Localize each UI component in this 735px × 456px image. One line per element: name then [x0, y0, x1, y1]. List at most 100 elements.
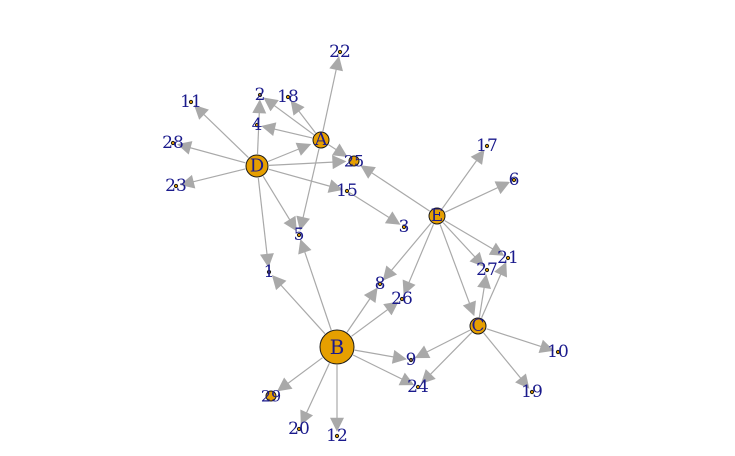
node-label-12: 12	[326, 426, 348, 446]
node-circle-10[interactable]	[555, 349, 561, 355]
node-label-11: 11	[180, 92, 202, 112]
node-27[interactable]: 27	[476, 260, 498, 280]
node-21[interactable]: 21	[497, 248, 519, 268]
node-2[interactable]: 2	[255, 85, 266, 105]
node-label-25: 25	[344, 152, 364, 171]
edge-C-to-9	[414, 329, 471, 359]
node-3[interactable]: 3	[399, 217, 410, 237]
edge-D-to-1	[257, 177, 274, 268]
node-18[interactable]: 18	[277, 87, 299, 107]
edge-E-to-27	[442, 222, 485, 267]
edge-D-to-23	[180, 168, 246, 189]
node-label-15: 15	[336, 181, 358, 201]
node-29[interactable]: 29	[261, 387, 281, 406]
edge-B-to-8	[346, 287, 378, 333]
node-15[interactable]: 15	[336, 181, 358, 201]
node-circle-C[interactable]	[469, 317, 487, 335]
edge-B-to-26	[351, 301, 399, 337]
edge-A-to-22	[322, 56, 343, 132]
node-circle-18[interactable]	[285, 94, 291, 100]
node-6[interactable]: 6	[509, 170, 520, 190]
node-circle-26[interactable]	[399, 296, 405, 302]
edge-B-to-29	[277, 357, 323, 392]
node-label-4: 4	[252, 115, 263, 135]
node-11[interactable]: 11	[180, 92, 202, 112]
edge-A-to-25	[328, 143, 348, 157]
node-circle-19[interactable]	[529, 389, 535, 395]
node-circle-9[interactable]	[408, 357, 414, 363]
node-circle-28[interactable]	[170, 140, 176, 146]
node-8[interactable]: 8	[375, 274, 386, 294]
node-circle-24[interactable]	[415, 384, 421, 390]
node-label-2: 2	[255, 85, 266, 105]
edge-D-to-5	[262, 175, 297, 232]
node-circle-20[interactable]	[296, 426, 302, 432]
edge-A-to-2	[263, 97, 315, 136]
edge-D-to-2	[252, 99, 267, 155]
node-circle-E[interactable]	[428, 207, 446, 225]
node-circle-11[interactable]	[188, 99, 194, 105]
edge-C-to-10	[486, 328, 555, 354]
node-label-B: B	[330, 335, 345, 359]
edge-C-to-21	[481, 261, 508, 319]
node-circle-D[interactable]	[245, 154, 269, 178]
node-label-21: 21	[497, 248, 519, 268]
node-label-22: 22	[329, 42, 351, 62]
edge-E-to-25	[360, 165, 430, 212]
node-circle-4[interactable]	[254, 122, 260, 128]
node-circle-3[interactable]	[401, 224, 407, 230]
node-10[interactable]: 10	[547, 342, 569, 362]
node-4[interactable]: 4	[252, 115, 263, 135]
node-19[interactable]: 19	[521, 382, 543, 402]
node-circle-27[interactable]	[484, 267, 490, 273]
node-label-1: 1	[264, 262, 275, 282]
node-circle-29[interactable]	[265, 390, 277, 402]
node-E[interactable]: E	[428, 206, 446, 226]
edge-E-to-8	[382, 222, 432, 281]
node-22[interactable]: 22	[329, 42, 351, 62]
node-circle-25[interactable]	[348, 155, 360, 167]
node-20[interactable]: 20	[288, 419, 310, 439]
node-circle-15[interactable]	[344, 188, 350, 194]
node-9[interactable]: 9	[406, 350, 417, 370]
node-circle-22[interactable]	[337, 49, 343, 55]
edge-C-to-19	[483, 332, 530, 389]
node-17[interactable]: 17	[476, 136, 498, 156]
node-23[interactable]: 23	[165, 176, 187, 196]
edges-layer	[177, 56, 555, 432]
edge-E-to-C	[439, 224, 476, 317]
node-circle-8[interactable]	[377, 281, 383, 287]
node-circle-5[interactable]	[296, 232, 302, 238]
node-circle-21[interactable]	[505, 255, 511, 261]
node-circle-B[interactable]	[319, 329, 355, 365]
edge-B-to-1	[271, 275, 326, 335]
node-circle-A[interactable]	[312, 131, 330, 149]
node-12[interactable]: 12	[326, 426, 348, 446]
node-C[interactable]: C	[469, 316, 487, 336]
edge-D-to-11	[193, 104, 249, 159]
node-label-17: 17	[476, 136, 498, 156]
edge-D-to-28	[177, 141, 246, 164]
node-circle-2[interactable]	[257, 92, 263, 98]
edge-B-to-20	[300, 363, 330, 426]
node-circle-17[interactable]	[484, 143, 490, 149]
node-B[interactable]: B	[319, 329, 355, 365]
node-circle-12[interactable]	[334, 433, 340, 439]
node-D[interactable]: D	[245, 154, 269, 178]
node-28[interactable]: 28	[162, 133, 184, 153]
node-circle-6[interactable]	[511, 177, 517, 183]
node-circle-1[interactable]	[266, 269, 272, 275]
node-label-E: E	[431, 206, 443, 226]
node-25[interactable]: 25	[344, 152, 364, 171]
node-26[interactable]: 26	[391, 289, 413, 309]
edge-E-to-26	[402, 224, 435, 296]
node-24[interactable]: 24	[407, 377, 429, 397]
node-circle-23[interactable]	[173, 183, 179, 189]
edge-E-to-6	[444, 181, 511, 213]
node-label-9: 9	[406, 350, 417, 370]
node-A[interactable]: A	[312, 130, 330, 150]
node-5[interactable]: 5	[294, 225, 305, 245]
node-1[interactable]: 1	[264, 262, 275, 282]
